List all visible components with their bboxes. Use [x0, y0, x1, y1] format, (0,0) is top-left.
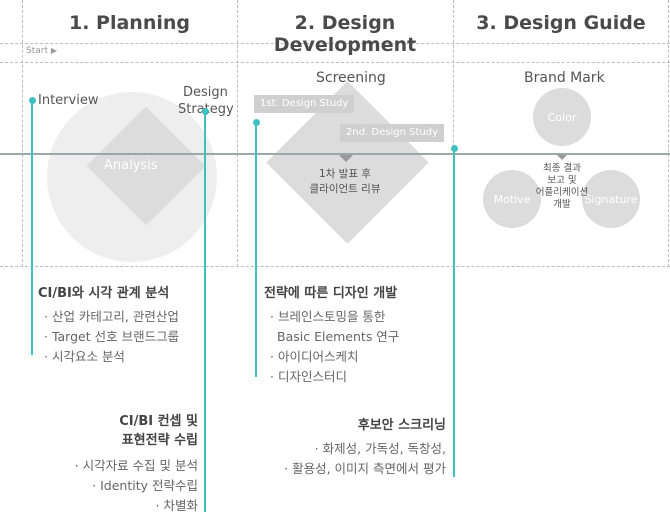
final-line-3: 어플리케이션: [535, 187, 589, 198]
interview-connector: [31, 101, 33, 355]
screening-label: Screening: [316, 70, 386, 86]
final-line-1: 최종 결과: [543, 163, 581, 174]
column-divider-1: [237, 0, 238, 267]
section2-item-3: · 차별화: [155, 498, 198, 513]
section2-item-1: · 시각자료 수집 및 분석: [74, 458, 198, 473]
design-study-connector: [255, 123, 257, 377]
section4-item-2: · 활용성, 이미지 측면에서 평가: [284, 461, 446, 476]
section4-item-1: · 화제성, 가독성, 독창성,: [314, 441, 446, 456]
section3-item-4: · 디자인스터디: [270, 369, 347, 384]
header-divider: [0, 43, 670, 44]
start-label: Start: [26, 46, 48, 56]
row-divider-top: [0, 62, 670, 63]
final-result-label: 최종 결과 보고 및 어플리케이션 개발: [528, 163, 596, 211]
section2-title-line2: 표현전략 수립: [121, 433, 198, 448]
interview-label: Interview: [38, 93, 99, 108]
color-circle: Color: [533, 88, 591, 146]
phase-design-guide: 3. Design Guide: [476, 12, 646, 34]
column-divider-right: [668, 0, 669, 267]
design-study-dot: [252, 119, 260, 126]
start-marker: Start ▶: [26, 46, 57, 56]
section4-title: 후보안 스크리닝: [357, 418, 446, 433]
review-line-1: 1차 발표 후: [319, 168, 371, 180]
section3-title: 전략에 따른 디자인 개발: [264, 286, 398, 301]
section4-block: 후보안 스크리닝 · 화제성, 가독성, 독창성, · 활용성, 이미지 측면에…: [250, 414, 446, 479]
section1-title: CI/BI와 시각 관계 분석: [38, 286, 170, 301]
brand-mark-label: Brand Mark: [524, 70, 605, 86]
column-divider-left: [22, 0, 23, 267]
row-divider-bottom: [0, 266, 670, 267]
section1-item-1: · 산업 카테고리, 관련산업: [44, 309, 179, 324]
section3-item-1: · 브레인스토밍을 통한: [270, 309, 386, 324]
column-divider-2: [453, 0, 454, 267]
design-study-2-tag: 2nd. Design Study: [340, 124, 444, 142]
play-icon: ▶: [50, 46, 58, 55]
review-line-2: 클라이언트 리뷰: [309, 183, 381, 195]
strategy-connector: [204, 112, 206, 512]
design-study-1-tag: 1st. Design Study: [254, 95, 355, 113]
analysis-label: Analysis: [104, 158, 158, 173]
signature-circle: Signature: [582, 170, 640, 228]
strategy-dot: [201, 108, 209, 115]
final-line-2: 보고 및: [547, 175, 577, 186]
motive-circle: Motive: [483, 170, 541, 228]
review-label: 1차 발표 후 클라이언트 리뷰: [300, 167, 390, 197]
screening-dot: [450, 145, 458, 152]
section2-item-2: · Identity 전략수립: [92, 478, 198, 493]
section3-item-3: · 아이디어스케치: [270, 349, 359, 364]
section2-title-line1: CI/BI 컨셉 및: [119, 414, 198, 429]
phase-planning: 1. Planning: [68, 12, 190, 34]
timeline-line: [0, 153, 670, 155]
review-arrow-icon: [339, 155, 353, 162]
section1-item-3: · 시각요소 분석: [44, 349, 125, 364]
final-line-4: 개발: [553, 199, 571, 210]
interview-dot: [28, 97, 36, 104]
section1-item-2: · Target 선호 브랜드그룹: [44, 329, 180, 344]
section3-item-2: Basic Elements 연구: [277, 329, 400, 344]
section2-block: CI/BI 컨셉 및 표현전략 수립 · 시각자료 수집 및 분석 · Iden…: [40, 410, 198, 516]
phase-design-development: 2. Design Development: [273, 12, 417, 56]
design-strategy-label-line1: Design: [183, 85, 228, 100]
screening-connector: [453, 150, 455, 477]
final-arrow-icon: [555, 153, 569, 160]
